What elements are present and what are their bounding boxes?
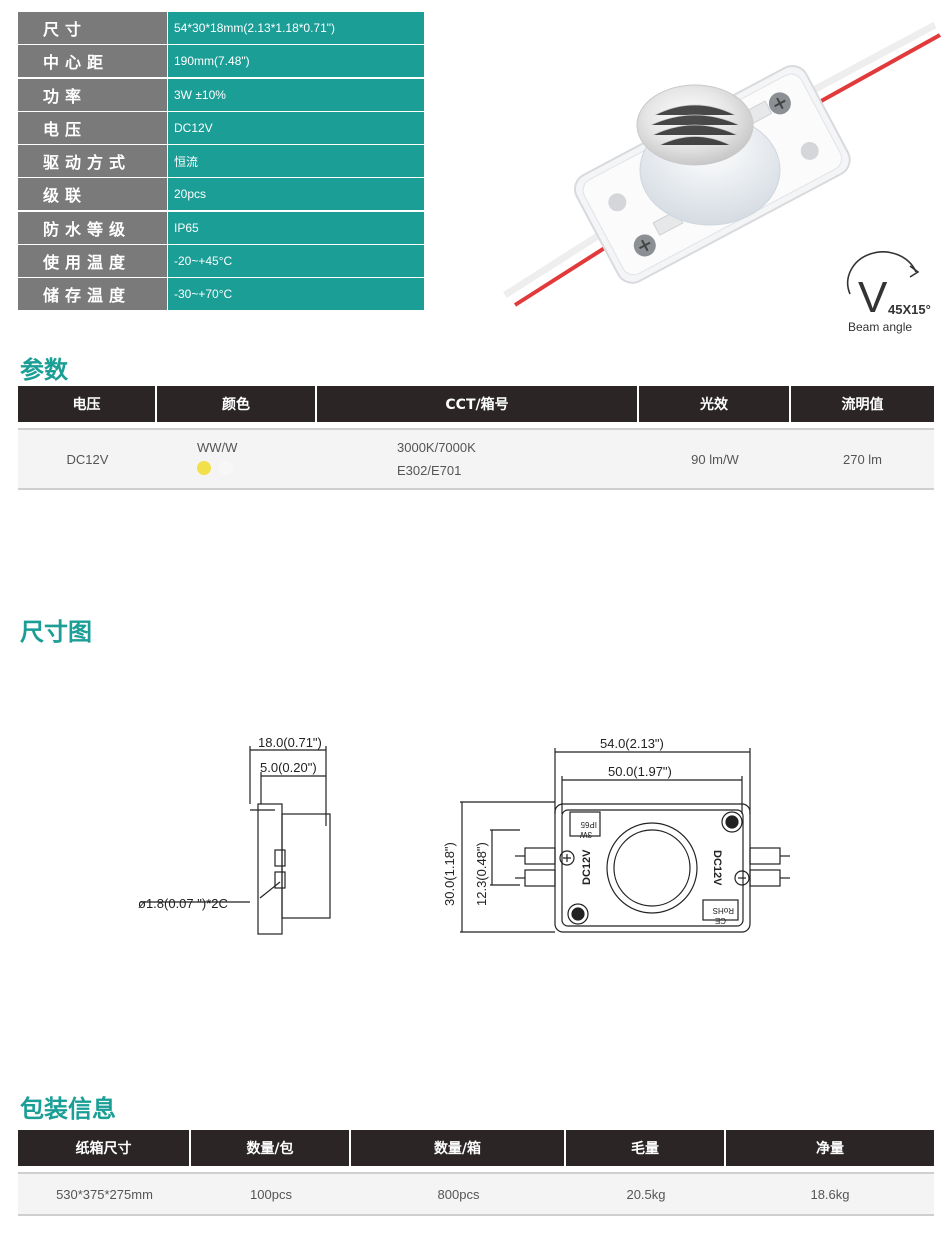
- bin-value: E302/E701: [397, 463, 462, 478]
- spec-value: -30~+70°C: [168, 278, 424, 311]
- header-cell: 毛量: [566, 1130, 724, 1166]
- spec-value: 恒流: [168, 145, 424, 178]
- spec-key: 储存温度: [18, 278, 167, 311]
- dim-total-length: 54.0(2.13"): [600, 736, 664, 751]
- tag-rohs: RoHS: [713, 906, 734, 915]
- dimension-drawing: 18.0(0.71") 5.0(0.20") ø1.8(0.07 ")*2C: [138, 735, 790, 935]
- header-cell: 电压: [18, 386, 155, 422]
- cct-value: 3000K/7000K: [397, 440, 476, 455]
- dim-wire-pitch: 12.3(0.48"): [474, 842, 489, 906]
- front-view: [460, 748, 790, 933]
- section-title-params: 参数: [20, 356, 68, 384]
- spec-value: DC12V: [168, 111, 424, 144]
- dim-side-offset: 5.0(0.20"): [260, 760, 317, 775]
- spec-value: IP65: [168, 211, 424, 244]
- packing-table: 纸箱尺寸 数量/包 数量/箱 毛量 净量 530*375*275mm 100pc…: [18, 1130, 934, 1216]
- params-table: 电压 颜色 CCT/箱号 光效 流明值 DC12V WW/W 3000K/700…: [18, 386, 934, 490]
- product-photo: [503, 21, 941, 307]
- spec-key: 级联: [18, 178, 167, 211]
- spec-key: 使用温度: [18, 245, 167, 278]
- beam-letter: V: [858, 273, 888, 322]
- header-cell: 数量/箱: [351, 1130, 564, 1166]
- tag-ce: CE: [715, 916, 726, 925]
- header-cell: 纸箱尺寸: [18, 1130, 189, 1166]
- cell-carton-size: 530*375*275mm: [56, 1186, 153, 1202]
- spec-key: 防水等级: [18, 211, 167, 244]
- header-cell: 数量/包: [191, 1130, 349, 1166]
- spec-key: 尺寸: [18, 12, 167, 44]
- spec-key: 电压: [18, 111, 167, 144]
- cell-cct: 3000K/7000K E302/E701: [317, 430, 639, 488]
- spec-value: 54*30*18mm(2.13*1.18*0.71"): [168, 12, 424, 44]
- packing-table-header: 纸箱尺寸 数量/包 数量/箱 毛量 净量: [18, 1130, 934, 1166]
- tag-3w: 3W: [580, 830, 592, 839]
- cell-lumen: 270 lm: [842, 451, 883, 467]
- spec-key: 中心距: [18, 45, 167, 78]
- label-dc12v-right: DC12V: [711, 850, 723, 886]
- spec-value: 20pcs: [168, 178, 424, 211]
- dim-hole-distance: 50.0(1.97"): [608, 764, 672, 779]
- spec-key: 功率: [18, 78, 167, 111]
- dim-side-width: 18.0(0.71"): [258, 735, 322, 750]
- swatch-warm-white: [197, 461, 211, 475]
- color-swatches: [197, 461, 241, 478]
- section-title-dimensions: 尺寸图: [20, 618, 92, 646]
- dim-wire: ø1.8(0.07 ")*2C: [138, 896, 228, 911]
- header-cell: CCT/箱号: [317, 386, 637, 422]
- table-row: DC12V WW/W 3000K/7000K E302/E701 90 lm/W…: [18, 428, 934, 490]
- wire-white: [503, 222, 617, 298]
- spec-row: 驱动方式恒流: [18, 145, 424, 178]
- header-cell: 光效: [639, 386, 789, 422]
- side-view: [140, 746, 331, 935]
- tag-ip65: IP65: [580, 820, 597, 829]
- table-row: 530*375*275mm 100pcs 800pcs 20.5kg 18.6k…: [18, 1172, 934, 1216]
- spec-value: 3W ±10%: [168, 78, 424, 111]
- color-label: WW/W: [197, 440, 238, 455]
- beam-angle-label: Beam angle: [848, 320, 913, 334]
- header-cell: 颜色: [157, 386, 315, 422]
- spec-key: 驱动方式: [18, 145, 167, 178]
- cell-qty-carton: 800pcs: [437, 1186, 480, 1202]
- swatch-white: [219, 461, 233, 475]
- cell-qty-bag: 100pcs: [250, 1186, 292, 1202]
- section-title-packing: 包装信息: [20, 1095, 116, 1123]
- params-table-header: 电压 颜色 CCT/箱号 光效 流明值: [18, 386, 934, 422]
- header-cell: 净量: [726, 1130, 934, 1166]
- spec-value: -20~+45°C: [168, 245, 424, 278]
- cell-voltage: DC12V: [66, 451, 109, 467]
- label-dc12v-left: DC12V: [581, 849, 593, 885]
- spec-value: 190mm(7.48"): [168, 45, 424, 78]
- beam-angle-value: 45X15°: [888, 302, 931, 317]
- spec-row: 储存温度-30~+70°C: [18, 278, 424, 311]
- beam-angle-icon: V: [846, 251, 920, 322]
- cell-gross-weight: 20.5kg: [626, 1186, 666, 1202]
- cell-efficacy: 90 lm/W: [691, 451, 739, 467]
- dim-height: 30.0(1.18"): [442, 842, 457, 906]
- spec-row: 使用温度-20~+45°C: [18, 245, 424, 278]
- cell-color: WW/W: [157, 430, 317, 488]
- header-cell: 流明值: [791, 386, 934, 422]
- cell-net-weight: 18.6kg: [810, 1186, 850, 1202]
